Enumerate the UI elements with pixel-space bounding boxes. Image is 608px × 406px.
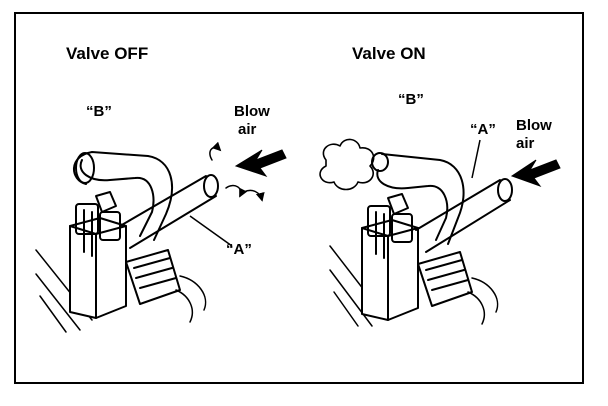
blow-air-arrow-on — [512, 160, 560, 186]
leader-line-a-on — [472, 140, 480, 178]
valve-off-illustration — [36, 148, 262, 332]
label-air-off: air — [238, 122, 256, 139]
label-hose-b-off: “B” — [86, 104, 112, 121]
label-blow-on: Blow — [516, 118, 552, 135]
panel-title-valve-on: Valve ON — [352, 44, 426, 64]
label-hose-a-on: “A” — [470, 122, 496, 139]
label-hose-a-off: “A” — [226, 242, 252, 259]
valve-on-illustration — [320, 139, 512, 326]
label-blow-off: Blow — [234, 104, 270, 121]
panel-title-valve-off: Valve OFF — [66, 44, 148, 64]
label-air-on: air — [516, 136, 534, 153]
blow-air-arrow-off — [236, 150, 286, 176]
label-hose-b-on: “B” — [398, 92, 424, 109]
